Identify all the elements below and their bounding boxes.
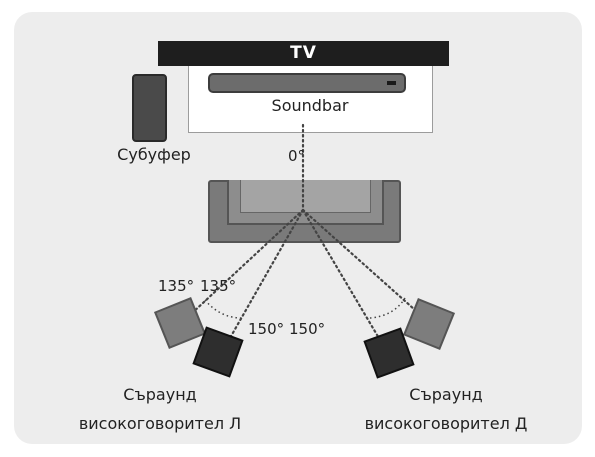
arc-right	[369, 297, 406, 319]
line-right-135	[301, 208, 426, 320]
soundbar-indicator	[387, 81, 396, 85]
angle-left-150-label: 150°	[248, 320, 285, 338]
left-speaker-label-1: Съраунд	[123, 385, 197, 404]
subwoofer-label: Субуфер	[117, 145, 191, 164]
soundbar-label: Soundbar	[271, 96, 349, 115]
right-speaker-label-2: високоговорител Д	[364, 414, 528, 433]
angle-right-150-label: 150°	[289, 320, 326, 338]
line-left-135	[188, 208, 305, 317]
speaker-left-dark	[192, 326, 244, 378]
sofa-cushion	[240, 180, 371, 213]
right-speaker-label-1: Съраунд	[409, 385, 483, 404]
angle-left-135-label: 135°	[158, 277, 195, 295]
left-speaker-label-2: високоговорител Л	[78, 414, 242, 433]
arc-left	[204, 299, 243, 319]
speaker-right-dark	[363, 327, 415, 379]
line-left-150	[224, 208, 305, 347]
soundbar-icon	[208, 73, 406, 93]
tv-label: TV	[290, 43, 317, 63]
tv-bar	[158, 41, 449, 66]
angle-0-label: 0°	[288, 147, 306, 165]
angle-right-135-label: 135°	[200, 277, 237, 295]
speaker-left-light	[153, 296, 207, 350]
subwoofer-icon	[132, 74, 167, 142]
speaker-right-light	[402, 297, 456, 351]
line-right-150	[301, 208, 385, 347]
